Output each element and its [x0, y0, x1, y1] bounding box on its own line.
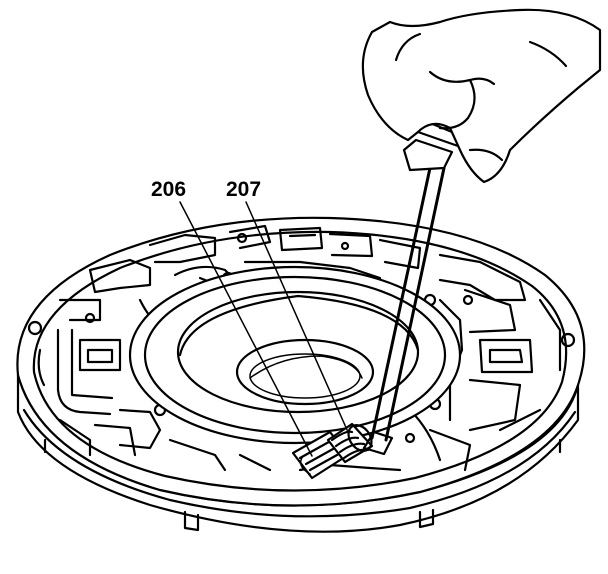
leader-207 [245, 201, 349, 433]
hand [361, 8, 602, 184]
callout-206: 206 [151, 178, 186, 201]
center-bore [128, 265, 462, 445]
leader-206 [179, 201, 313, 457]
callout-leaders [179, 201, 349, 457]
callout-207: 207 [226, 178, 261, 201]
retaining-spring [326, 422, 374, 464]
